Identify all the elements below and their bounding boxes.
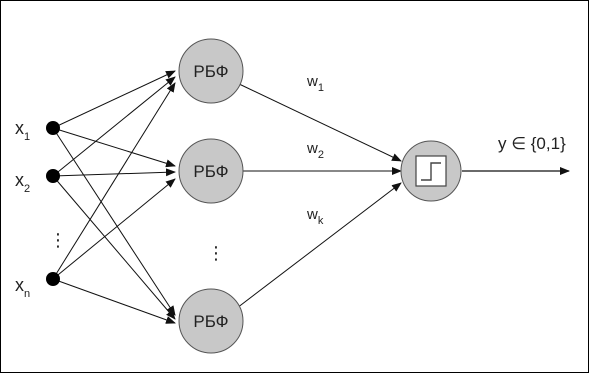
input-nodes bbox=[46, 121, 60, 286]
edge-xn-h1 bbox=[52, 82, 176, 280]
edge-h1-out bbox=[236, 82, 402, 162]
edge-x1-h1 bbox=[52, 70, 176, 129]
hidden-node-3: РБФ bbox=[178, 288, 244, 354]
hidden-node-3-label: РБФ bbox=[193, 312, 228, 331]
edge-xn-h3 bbox=[52, 278, 176, 324]
edge-x2-h2 bbox=[52, 168, 176, 177]
edge-h3-out bbox=[236, 182, 402, 309]
hidden-to-output-edges bbox=[236, 82, 402, 309]
weight-label-w1: w1 bbox=[306, 73, 324, 94]
input-label-xn: xn bbox=[15, 275, 30, 300]
input-node-x2 bbox=[46, 169, 60, 183]
hidden-ellipsis: ⋮ bbox=[207, 243, 225, 263]
output-node bbox=[400, 140, 462, 202]
input-label-x1: x1 bbox=[15, 118, 30, 143]
step-function-icon bbox=[415, 155, 447, 187]
weight-label-wk: wk bbox=[306, 206, 324, 227]
edge-x2-h1 bbox=[52, 76, 176, 177]
input-node-xn bbox=[46, 272, 60, 286]
edge-x2-h3 bbox=[52, 175, 176, 320]
hidden-node-2: РБФ bbox=[178, 138, 244, 204]
hidden-node-2-label: РБФ bbox=[193, 162, 228, 181]
hidden-node-1-label: РБФ bbox=[193, 62, 228, 81]
input-node-x1 bbox=[46, 121, 60, 135]
edge-x1-h2 bbox=[52, 127, 176, 168]
input-to-hidden-edges bbox=[52, 70, 176, 324]
input-label-x2: x2 bbox=[15, 170, 30, 195]
edge-x1-h3 bbox=[52, 127, 176, 316]
weight-label-w2: w2 bbox=[306, 140, 324, 161]
input-ellipsis: ⋮ bbox=[49, 230, 67, 250]
edge-xn-h2 bbox=[52, 178, 176, 280]
output-label: y ∈ {0,1} bbox=[498, 134, 566, 153]
hidden-node-1: РБФ bbox=[178, 38, 244, 104]
